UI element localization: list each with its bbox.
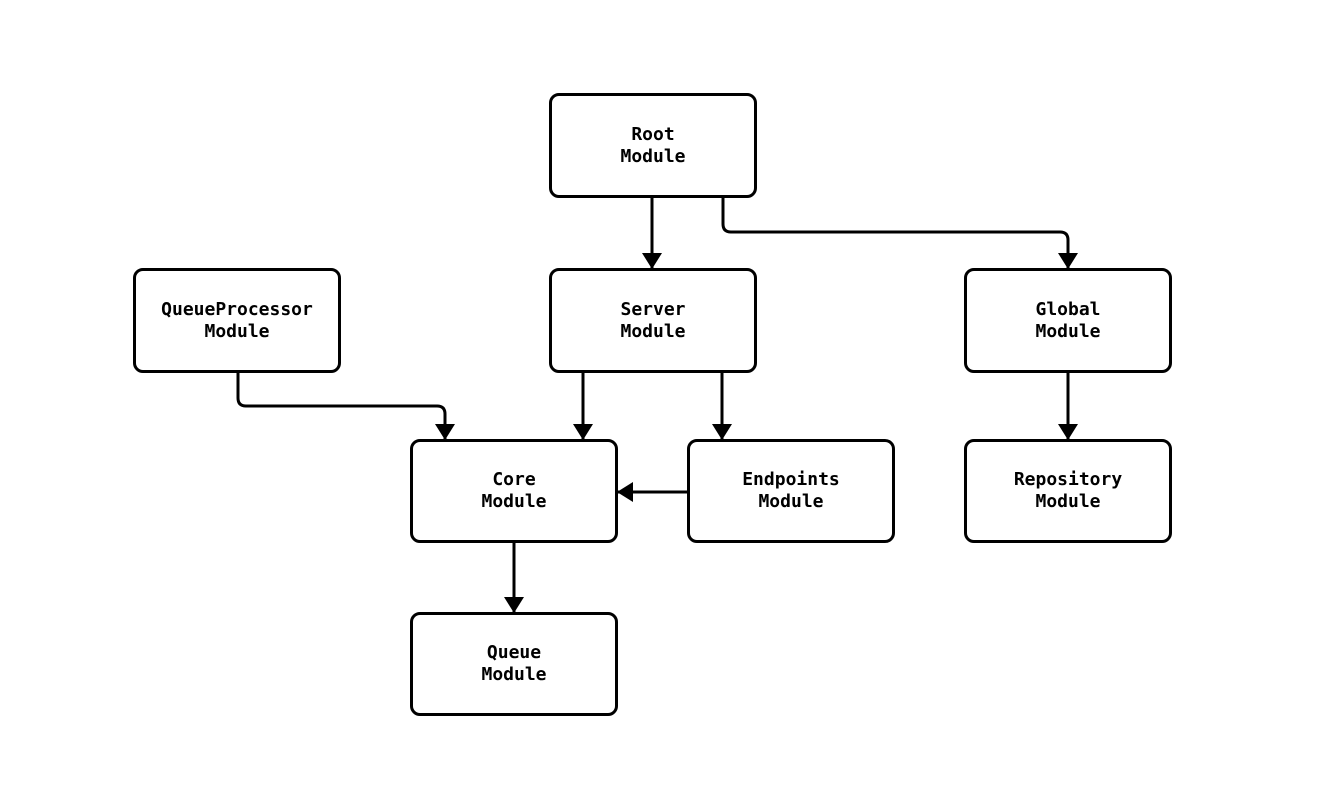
node-root-module: Root Module — [549, 93, 757, 198]
node-label: Server Module — [620, 298, 686, 342]
edge-queueprocessor-to-core — [236, 373, 455, 440]
node-label: Endpoints Module — [742, 469, 840, 512]
node-label: Root Module — [620, 123, 686, 167]
node-endpoints-module: Endpoints Module — [687, 439, 895, 543]
node-core-module: Core Module — [410, 439, 618, 543]
node-global-module: Global Module — [964, 268, 1172, 373]
node-queue-module: Queue Module — [410, 612, 618, 716]
node-queueprocessor-module: QueueProcessor Module — [133, 268, 341, 373]
node-repository-module: Repository Module — [964, 439, 1172, 543]
edge-root-to-global — [721, 198, 1078, 269]
node-label: Repository Module — [1013, 469, 1123, 512]
node-server-module: Server Module — [549, 268, 757, 373]
node-label: Core Module — [481, 469, 547, 512]
node-label: QueueProcessor Module — [161, 298, 313, 342]
node-label: Global Module — [1035, 298, 1101, 342]
node-label: Queue Module — [481, 642, 547, 685]
